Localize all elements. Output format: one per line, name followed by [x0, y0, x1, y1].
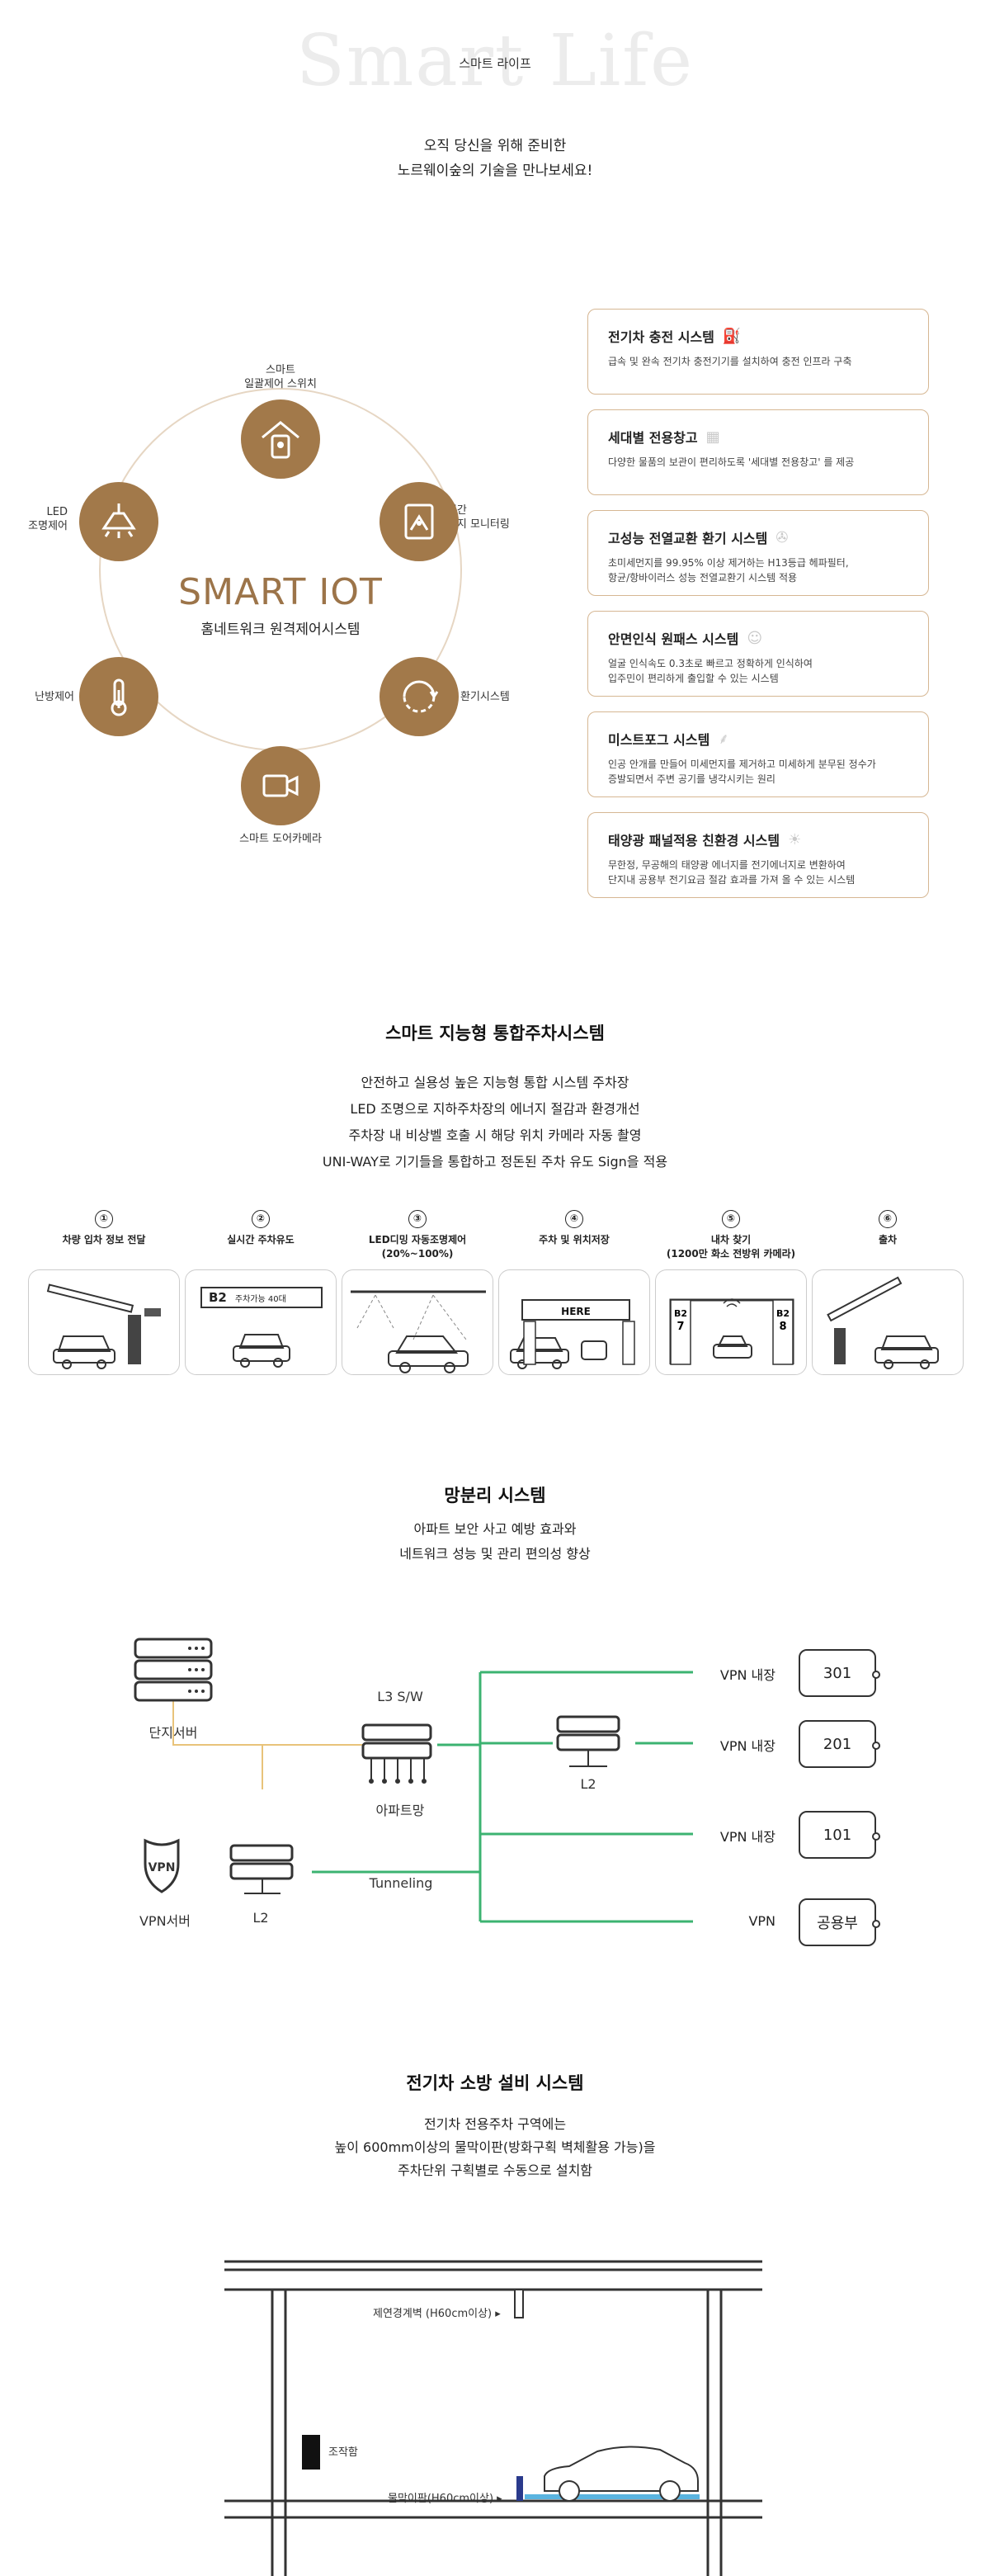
hero-caption: 스마트 라이프: [459, 56, 531, 71]
feature-desc: 초미세먼지를 99.95% 이상 제거하는 H13등급 헤파필터, 항균/항바이…: [608, 557, 849, 584]
feature-card-ev: 전기차 충전 시스템 ⛽ 급속 및 완속 전기차 충전기기를 설치하여 충전 인프…: [587, 309, 929, 395]
pillar-8: 8: [779, 1321, 786, 1333]
fire-desc-1: 전기차 전용주차 구역에는: [423, 2116, 567, 2132]
network-desc-2: 네트워크 성능 및 관리 편의성 향상: [399, 1546, 591, 1562]
parking-desc-1: 안전하고 실용성 높은 지능형 통합 시스템 주차장: [361, 1075, 629, 1090]
vpn-row-label: VPN 내장: [719, 1738, 776, 1754]
parking-box-position: HERE: [498, 1269, 650, 1375]
parking-desc-3: 주차장 내 비상벨 호출 시 해당 위치 카메라 자동 촬영: [348, 1127, 642, 1143]
feature-desc: 다양한 물품의 보관이 편리하도록 '세대별 전용창고' 를 제공: [608, 456, 855, 468]
parking-box-led: [342, 1269, 493, 1375]
feature-title: 미스트포그 시스템: [608, 732, 710, 748]
door-camera-icon: [241, 746, 320, 825]
iot-node-label: 난방제어: [35, 691, 74, 703]
iot-title: SMART IOT: [178, 571, 383, 613]
feature-title: 세대별 전용창고: [608, 430, 698, 446]
feature-desc: 급속 및 완속 전기차 충전기기를 설치하여 충전 인프라 구축: [608, 356, 852, 367]
fire-desc-3: 주차단위 구획별로 수동으로 설치함: [397, 2162, 593, 2178]
feature-card-mist: 미스트포그 시스템 ⸙ 인공 안개를 만들어 미세먼지를 제거하고 미세하게 분무…: [587, 711, 929, 797]
feature-title: 안면인식 원패스 시스템: [608, 631, 739, 647]
iot-node-label: 환기시스템: [460, 691, 510, 703]
mist-icon: ⸙: [718, 730, 729, 748]
feature-desc: 무한정, 무공해의 태양광 에너지를 전기에너지로 변환하여 단지내 공용부 전…: [608, 859, 856, 886]
pillar-b2: B2: [674, 1308, 687, 1319]
tunneling-label: Tunneling: [369, 1875, 433, 1891]
network-desc-1: 아파트 보안 사고 예방 효과와: [413, 1521, 577, 1537]
hero-background-text: Smart Life: [295, 20, 695, 102]
house-switch-icon: [241, 399, 320, 479]
feature-card-ventilation: 고성능 전열교환 환기 시스템 ✇ 초미세먼지를 99.95% 이상 제거하는 H…: [587, 510, 929, 596]
parking-title: 스마트 지능형 통합주차시스템: [385, 1023, 605, 1043]
iot-node-label: LED 조명제어: [28, 506, 68, 532]
fire-desc-2: 높이 600mm이상의 물막이판(방화구획 벽체활용 가능)을: [334, 2139, 656, 2155]
l2-switch-left-icon: [229, 1844, 294, 1880]
ventilation-icon: [380, 657, 459, 736]
feature-desc: 인공 안개를 만들어 미세먼지를 제거하고 미세하게 분무된 정수가 증발되면서…: [608, 759, 876, 785]
label-water-barrier: 물막이판(H60cm이상) ▸: [388, 2493, 502, 2505]
feature-desc: 얼굴 인식속도 0.3초로 빠르고 정확하게 인식하여 입주민이 편리하게 출입…: [608, 658, 813, 684]
thermometer-icon: [79, 657, 158, 736]
network-title: 망분리 시스템: [444, 1486, 546, 1505]
fan-icon: ✇: [776, 528, 789, 546]
parking-box-find: B2 7 B2 8: [655, 1269, 807, 1375]
here-label: HERE: [561, 1306, 591, 1317]
l2-switch-mid-icon: [556, 1715, 620, 1751]
feature-title: 전기차 충전 시스템: [608, 329, 714, 345]
vpn-row-label: VPN 내장: [719, 1829, 776, 1845]
label-smoke-barrier: 제연경계벽 (H60cm이상) ▸: [373, 2308, 501, 2320]
feature-card-storage: 세대별 전용창고 ▦ 다양한 물품의 보관이 편리하도록 '세대별 전용창고' 를…: [587, 409, 929, 495]
iot-node-label: 스마트 일괄제어 스위치: [244, 364, 317, 390]
parking-box-exit: [812, 1269, 964, 1375]
pillar-b2-right: B2: [776, 1308, 790, 1319]
apt-net-label: 아파트망: [375, 1803, 425, 1818]
parking-box-guide: B2 주차가능 40대: [185, 1269, 337, 1375]
iot-node-label: 스마트 도어카메라: [239, 833, 322, 845]
vpn-row-label: VPN 내장: [719, 1667, 776, 1683]
feature-card-face: 안면인식 원패스 시스템 ☺ 얼굴 인식속도 0.3초로 빠르고 정확하게 인식하…: [587, 611, 929, 697]
parking-desc-4: UNI-WAY로 기기들을 통합하고 정돈된 주차 유도 Sign을 적용: [322, 1154, 668, 1170]
vpn-server-label: VPN서버: [139, 1913, 191, 1929]
lamp-icon: [79, 482, 158, 561]
feature-title: 고성능 전열교환 환기 시스템: [608, 531, 768, 546]
feature-title: 태양광 패널적용 친환경 시스템: [608, 833, 780, 848]
unit-device-101: 101: [799, 1811, 880, 1859]
vpn-badge: VPN: [148, 1861, 176, 1874]
server-icon: [134, 1638, 213, 1702]
energy-monitor-icon: [380, 482, 459, 561]
solar-panel-icon: ☀: [788, 830, 802, 848]
server-label: 단지서버: [148, 1725, 198, 1741]
fire-title: 전기차 소방 설비 시스템: [406, 2073, 584, 2093]
face-id-icon: ☺: [747, 629, 763, 647]
fire-diagram: [224, 2260, 762, 2576]
parking-box-entry: [28, 1269, 180, 1375]
l3-label: L3 S/W: [377, 1689, 423, 1704]
ev-charger-icon: ⛽: [722, 327, 742, 345]
sign-available: 주차가능 40대: [234, 1294, 286, 1304]
network-diagram: [134, 1638, 693, 1923]
vpn-shield-icon: [144, 1838, 180, 1893]
unit-device-301: 301: [799, 1649, 880, 1697]
l3-switch-icon: [361, 1723, 432, 1760]
hero-line-1: 오직 당신을 위해 준비한: [423, 138, 567, 154]
unit-device-common: 공용부: [799, 1898, 880, 1946]
storage-icon: ▦: [705, 428, 720, 446]
parking-desc-2: LED 조명으로 지하주차장의 에너지 절감과 환경개선: [350, 1101, 640, 1117]
l2-mid-label: L2: [580, 1776, 596, 1792]
iot-subtitle: 홈네트워크 원격제어시스템: [200, 622, 361, 638]
label-control-box: 조작함: [328, 2446, 358, 2459]
hero-line-2: 노르웨이숲의 기술을 만나보세요!: [397, 163, 593, 179]
pillar-7: 7: [676, 1321, 684, 1333]
unit-device-201: 201: [799, 1720, 880, 1768]
feature-card-solar: 태양광 패널적용 친환경 시스템 ☀ 무한정, 무공해의 태양광 에너지를 전기에…: [587, 812, 929, 898]
vpn-row-label: VPN: [748, 1913, 776, 1929]
sign-b2: B2: [209, 1290, 227, 1305]
l2-left-label: L2: [252, 1910, 269, 1926]
